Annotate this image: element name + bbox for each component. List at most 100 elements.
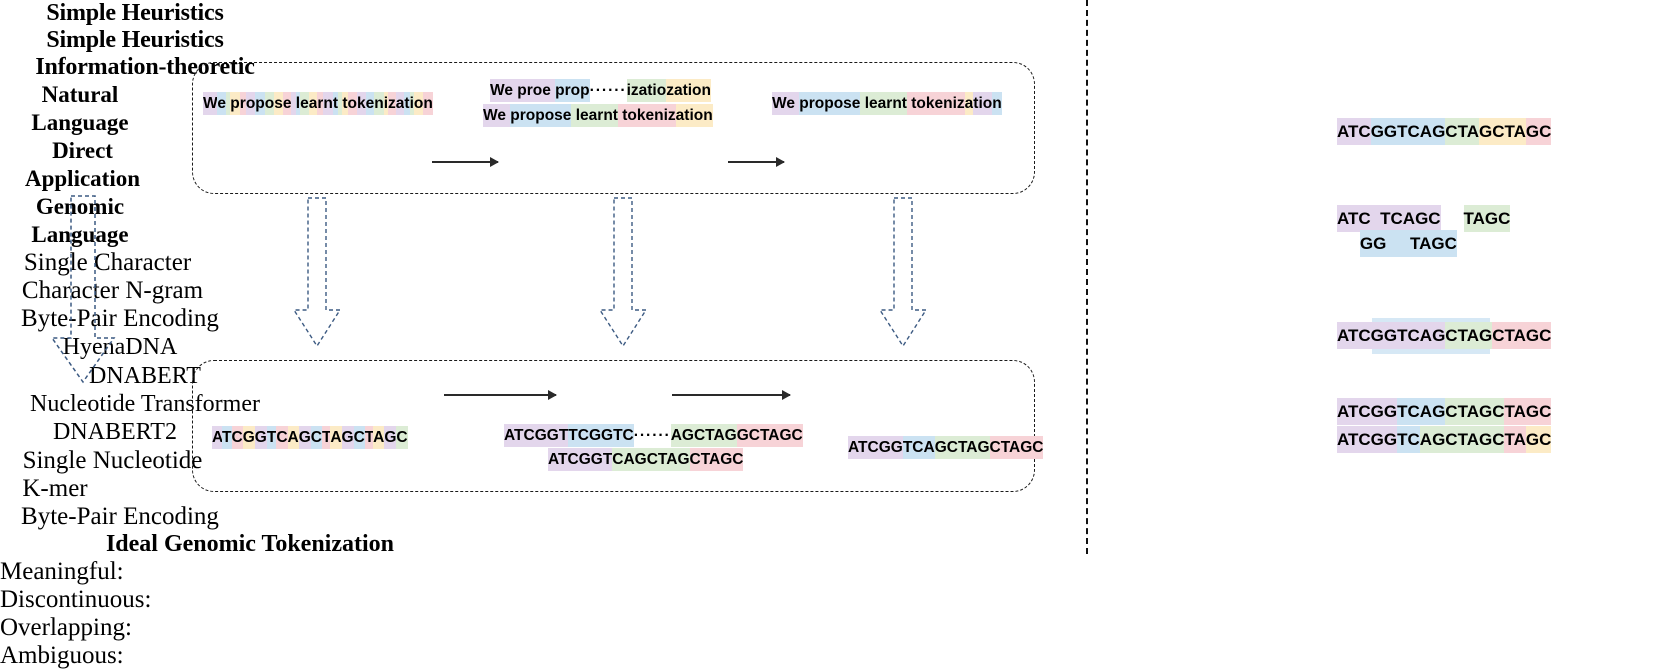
stage-byte-pair-encoding-nl: Byte-Pair Encoding — [21, 305, 219, 333]
row-label-genomic-language: Genomic Language — [0, 193, 160, 249]
seq-segment: T — [364, 426, 374, 449]
seq-segment: TCAG — [1397, 398, 1446, 425]
seq-segment — [291, 92, 296, 115]
seq-segment: A — [287, 426, 299, 449]
seq-segment: CTAGC — [1445, 398, 1505, 425]
genomic-arrow-2 — [672, 394, 790, 396]
direct-application-arrow — [48, 195, 118, 384]
column-header-3: Information-theoretic — [35, 54, 255, 80]
seq-segment: TAGC — [1504, 398, 1552, 425]
model-dnabert2: DNABERT2 — [53, 419, 177, 446]
hyenadna-arrow — [292, 197, 342, 348]
row-label-direct-application: Direct Application — [0, 137, 165, 193]
seq-segment: ATC — [1337, 205, 1371, 232]
seq-segment: AGCTAGC — [1419, 426, 1505, 453]
seq-segment: G — [242, 426, 255, 449]
seq-segment: CAG — [1407, 322, 1446, 349]
stage-single-character: Single Character — [23, 249, 192, 277]
dnabert-arrow — [598, 197, 648, 348]
seq-segment: C — [310, 426, 322, 449]
seq-segment: tokeniz — [906, 92, 965, 115]
seq-segment: tio — [973, 92, 993, 115]
seq-segment: n — [423, 92, 433, 115]
model-dnabert: DNABERT — [89, 362, 201, 389]
nl-arrow-2 — [728, 161, 784, 163]
row-label-genomic-language-line1: Genomic — [35, 194, 125, 220]
genomic-language-box — [192, 360, 1035, 492]
row-label-natural-language: Natural Language — [0, 81, 160, 137]
seq-segment: CTAGC — [689, 448, 744, 471]
seq-segment: CTAG — [1445, 322, 1493, 349]
seq-segment: ······ — [633, 427, 671, 444]
stage-kmer: K-mer — [22, 474, 88, 502]
row-label-meaningful: Meaningful: — [0, 557, 124, 585]
seq-segment: learnt — [571, 104, 618, 127]
seq-segment: e — [300, 92, 309, 115]
seq-segment: propose — [510, 104, 572, 127]
nl-ngram-row1: We proe prop······izatiozation — [490, 79, 711, 102]
seq-segment: TAGC — [1463, 205, 1511, 232]
model-dnabert-group: DNABERT Nucleotide Transformer — [0, 362, 290, 419]
seq-segment: p — [255, 92, 265, 115]
genomic-kmer-row1: ATCGGTTCGGTC······AGCTAGGCTAGC — [504, 424, 803, 447]
seq-segment: r — [317, 92, 324, 115]
seq-segment — [1370, 205, 1381, 232]
seq-segment: CAGCTAG — [612, 448, 690, 471]
seq-segment: i — [409, 92, 414, 115]
seq-segment: TCAGC — [1380, 205, 1441, 232]
seq-segment: a — [308, 92, 318, 115]
row-label-discontinuous: Discontinuous: — [0, 585, 152, 613]
seq-segment — [225, 92, 231, 115]
seq-segment: A — [373, 426, 385, 449]
seq-segment: A — [212, 426, 223, 449]
seq-segment: r — [239, 92, 246, 115]
seq-segment: prop — [555, 79, 590, 102]
seq-segment: TC — [1397, 426, 1420, 453]
row-label-genomic-language-line2: Language — [31, 222, 129, 248]
seq-segment: GC — [1525, 118, 1552, 145]
seq-segment: GCTAG — [934, 436, 990, 459]
seq-segment: G — [341, 426, 354, 449]
dnabert2-arrow — [878, 197, 928, 348]
row-label-direct-application-line2: Application — [24, 166, 141, 192]
ambiguous-row-2: ATCGGTCAGCTAGCTAGC — [1337, 426, 1552, 453]
seq-segment: t — [342, 92, 348, 115]
seq-segment: learnt — [860, 92, 907, 115]
column-header-2: Simple Heuristics — [46, 27, 224, 53]
seq-segment: C — [276, 426, 288, 449]
seq-segment: T — [222, 426, 232, 449]
nl-bpe-sequence: We propose learnt tokenization — [772, 92, 1002, 115]
seq-segment: ATCGGT — [504, 424, 569, 447]
stage-byte-pair-encoding-genomic: Byte-Pair Encoding — [21, 502, 219, 530]
seq-segment: GCTA — [1478, 118, 1526, 145]
seq-segment: l — [295, 92, 301, 115]
seq-segment: We proe — [490, 79, 556, 102]
seq-segment: GCTAGC — [736, 424, 803, 447]
seq-segment: ATCGGT — [1337, 322, 1408, 349]
genomic-bpe-sequence: ATCGGTCAGCTAGCTAGC — [848, 436, 1044, 459]
row-label-natural-language-line1: Natural — [41, 82, 119, 107]
seq-segment: CTA — [1445, 118, 1479, 145]
seq-segment: o — [245, 92, 256, 115]
seq-segment: p — [230, 92, 240, 115]
seq-segment — [338, 92, 343, 115]
meaningful-sequence: ATCGGTCAGCTAGCTAGC — [1337, 118, 1552, 145]
seq-segment: n — [323, 92, 333, 115]
seq-segment: n — [992, 92, 1002, 115]
model-hyenadna: HyenaDNA — [62, 334, 178, 361]
seq-segment: i — [383, 92, 389, 115]
seq-segment: CTAGC — [1492, 322, 1552, 349]
column-header-1: Simple Heuristics — [46, 0, 224, 26]
seq-segment: ATCGG — [1337, 426, 1398, 453]
seq-segment: T — [321, 426, 331, 449]
seq-segment: n — [374, 92, 384, 115]
seq-segment — [1337, 230, 1360, 257]
seq-segment: We — [772, 92, 800, 115]
seq-segment: TCGGTC — [568, 424, 634, 447]
seq-segment: GC — [1525, 426, 1552, 453]
seq-segment: z — [388, 92, 396, 115]
seq-segment: o — [264, 92, 275, 115]
nl-arrow-1 — [432, 161, 498, 163]
seq-segment: AGCTAG — [670, 424, 737, 447]
seq-segment: C — [353, 426, 365, 449]
